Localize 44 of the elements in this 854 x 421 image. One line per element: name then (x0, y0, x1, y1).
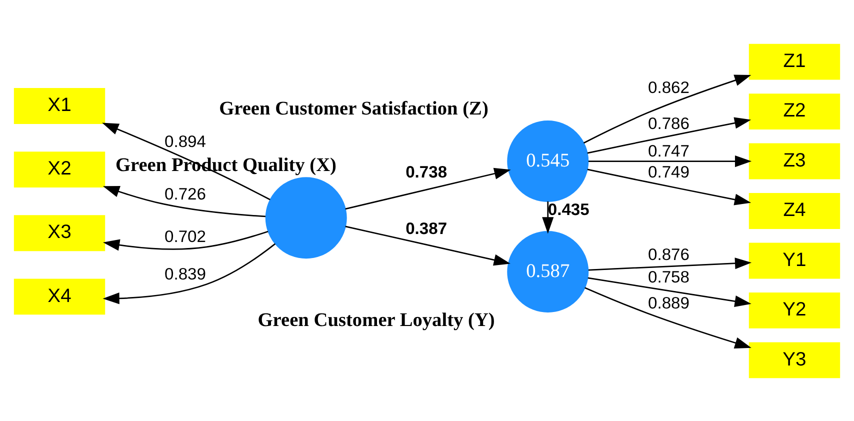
node-box: X3 (14, 214, 106, 251)
edge-label: 0.786 (648, 113, 690, 132)
edge-label: 0.876 (648, 244, 690, 264)
node-label: Green Customer Loyalty (Y) (258, 309, 495, 330)
arrow (102, 242, 276, 304)
arrow (588, 154, 752, 167)
arrow (102, 185, 266, 217)
node-box: X2 (14, 151, 106, 188)
node-label: Green Customer Satisfaction (Z) (219, 98, 488, 120)
node-box: X4 (14, 278, 106, 314)
arrow (102, 122, 270, 200)
edge-label: 0.839 (164, 264, 206, 284)
node-box: Y2 (748, 292, 840, 328)
node-box: Y1 (748, 242, 840, 278)
arrow (102, 230, 268, 250)
edge-label: 0.726 (164, 184, 206, 203)
edge-label: 0.758 (648, 266, 690, 286)
arrow (587, 116, 752, 154)
arrow (583, 74, 752, 144)
edge-label: 0.738 (406, 162, 448, 181)
edge-label: 0.702 (164, 226, 206, 246)
arrow (542, 200, 554, 234)
node-box: Z1 (748, 43, 840, 80)
edge-label: 0.435 (548, 199, 590, 218)
node-circle (265, 176, 347, 258)
node-circle: 0.545 (507, 120, 589, 202)
node-box: Y3 (748, 342, 840, 378)
edge-label: 0.387 (406, 218, 448, 238)
arrow (345, 225, 510, 266)
node-box: Z4 (748, 192, 840, 228)
node-box: Z2 (748, 93, 840, 129)
arrow (588, 257, 752, 270)
arrow (345, 167, 511, 210)
node-box: Z3 (748, 142, 840, 179)
edge-label: 0.889 (648, 293, 690, 312)
arrow (587, 168, 752, 205)
edge-label: 0.747 (648, 141, 690, 160)
edge-label: 0.894 (164, 131, 206, 150)
node-box: X1 (14, 88, 106, 124)
node-circle: 0.587 (507, 230, 589, 312)
edge-label: 0.749 (648, 162, 690, 181)
arrow (584, 286, 752, 348)
arrow (588, 276, 752, 306)
edge-label: 0.862 (648, 78, 690, 97)
